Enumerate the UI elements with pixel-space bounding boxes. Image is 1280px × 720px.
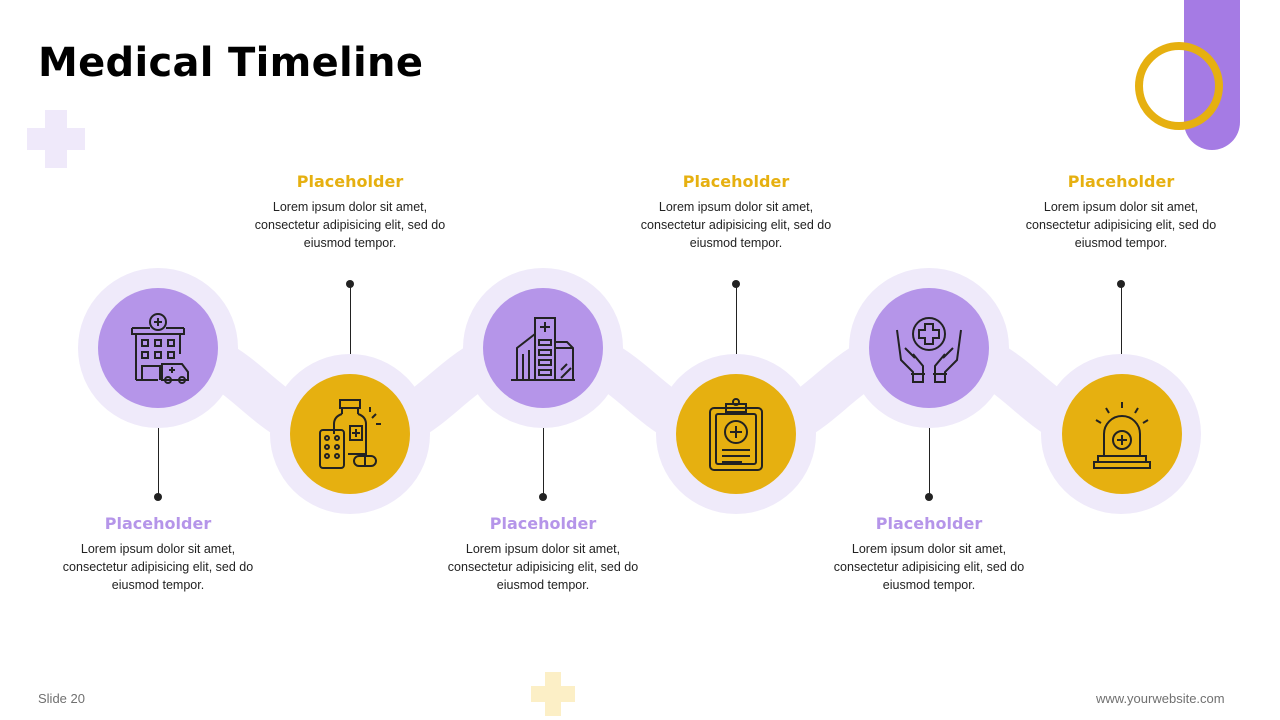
website-url: www.yourwebsite.com [1096, 691, 1225, 706]
hospital-icon [131, 313, 189, 384]
step-6-heading: Placeholder [1067, 172, 1175, 191]
slide-number: Slide 20 [38, 691, 85, 706]
step-2-text: Lorem ipsum dolor sit amet, consectetur … [254, 200, 446, 250]
step-2-heading: Placeholder [296, 172, 404, 191]
step-5-heading: Placeholder [875, 514, 983, 533]
connector-dot [346, 280, 354, 288]
step-5-text: Lorem ipsum dolor sit amet, consectetur … [833, 542, 1025, 592]
connector-line [1121, 284, 1122, 354]
connector-line [350, 284, 351, 354]
connector-dot [154, 493, 162, 501]
connector-line [929, 428, 930, 496]
step-1-text: Lorem ipsum dolor sit amet, consectetur … [62, 542, 254, 592]
step-3-circle [483, 288, 603, 408]
step-3-heading: Placeholder [489, 514, 597, 533]
connector-dot [925, 493, 933, 501]
emergency-light-icon [1093, 402, 1151, 469]
page-title: Medical Timeline [38, 40, 424, 86]
step-2-circle [290, 374, 410, 494]
connector-line [158, 428, 159, 496]
connector-line [543, 428, 544, 496]
step-4-heading: Placeholder [682, 172, 790, 191]
connector-dot [732, 280, 740, 288]
plus-decoration-purple [27, 110, 85, 168]
medical-building-icon [511, 317, 575, 381]
step-6-text: Lorem ipsum dolor sit amet, consectetur … [1025, 200, 1217, 250]
medicine-icon [319, 399, 381, 469]
connector-line [736, 284, 737, 354]
plus-decoration-yellow [531, 672, 575, 716]
clipboard-icon [709, 398, 763, 471]
step-1-heading: Placeholder [104, 514, 212, 533]
step-4-text: Lorem ipsum dolor sit amet, consectetur … [640, 200, 832, 250]
connector-dot [1117, 280, 1125, 288]
step-3-text: Lorem ipsum dolor sit amet, consectetur … [447, 542, 639, 592]
caring-hands-icon [896, 317, 962, 383]
decorative-ring [1135, 42, 1223, 130]
connector-dot [539, 493, 547, 501]
step-5-circle [869, 288, 989, 408]
step-4-circle [676, 374, 796, 494]
step-6-circle [1062, 374, 1182, 494]
step-1-circle [98, 288, 218, 408]
